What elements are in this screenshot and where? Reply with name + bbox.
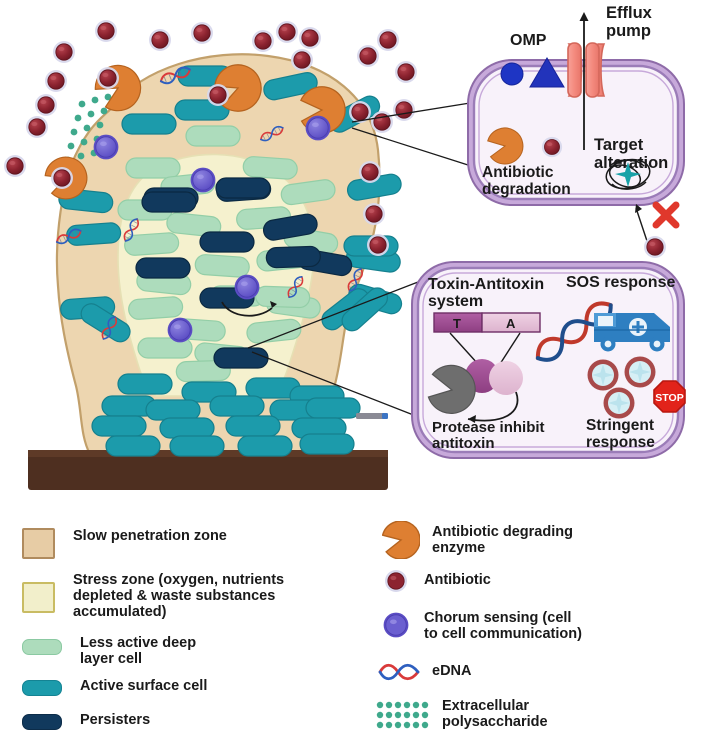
inset-bacterial-cell: OMP Efflux pump Target alteration Antibi…	[467, 4, 685, 259]
ta-connector-lines	[449, 332, 521, 365]
stop-sign-label: STOP	[655, 392, 683, 404]
legend-item-antibiotic-degrading-enzyme: Antibiotic degrading enzyme	[382, 521, 573, 559]
antibiotic-degradation-label-2: degradation	[482, 181, 571, 198]
efflux-pump-icon	[567, 42, 606, 98]
omp-label: OMP	[510, 32, 547, 49]
extracellular-polysaccharide-swatch	[376, 700, 432, 730]
quorum-sensing-arrow	[221, 301, 277, 317]
legend-item-quorum-sensing: Chorum sensing (cell to cell communicati…	[382, 608, 582, 642]
antitoxin-box-label: A	[506, 316, 516, 331]
legend-item-extracellular-polysaccharide: Extracellular polysaccharide	[376, 697, 548, 730]
toxin-box-label: T	[453, 316, 461, 331]
stress-zone-swatch	[22, 582, 55, 613]
legend-label-persisters: Persisters	[80, 712, 151, 728]
toxin-antitoxin-operon: T A	[433, 312, 541, 333]
quorum-sensing-swatch	[382, 611, 410, 639]
red-x-icon	[652, 201, 680, 229]
target-alteration-label-1: Target	[594, 136, 644, 154]
ribosome-icons	[587, 356, 656, 419]
scale-bar	[356, 413, 388, 419]
legend-item-edna: eDNA	[378, 660, 471, 684]
antibiotic-degrading-enzyme-swatch	[382, 521, 420, 559]
legend-item-slow-penetration-zone: Slow penetration zone	[22, 528, 227, 559]
antibiotic-swatch	[382, 567, 410, 595]
ambulance-repair-icon	[594, 313, 670, 352]
legend-label-quorum-sensing: Chorum sensing (cell to cell communicati…	[424, 610, 582, 643]
deep-layer-cell-swatch	[22, 639, 62, 655]
legend-item-persisters: Persisters	[22, 712, 150, 730]
legend-item-less-active-deep-layer-cell: Less active deep layer cell	[22, 635, 196, 667]
inset-persister-mechanisms: Toxin-Antitoxin system T A Protease inhi…	[411, 261, 686, 459]
leader-lines	[247, 102, 471, 417]
legend-item-stress-zone: Stress zone (oxygen, nutrients depleted …	[22, 572, 284, 621]
edna-swatch	[378, 660, 420, 684]
legend-label-extracellular-polysaccharide: Extracellular polysaccharide	[442, 698, 548, 731]
legend-label-antibiotic-degrading-enzyme: Antibiotic degrading enzyme	[432, 524, 573, 557]
grey-pacman-protease-icon	[427, 364, 476, 414]
legend-label-active-surface-cell: Active surface cell	[80, 678, 208, 694]
antibiotic-degradation-label-1: Antibiotic	[482, 164, 554, 181]
legend-label-deep-layer-cell: Less active deep layer cell	[80, 635, 197, 668]
legend-item-antibiotic: Antibiotic	[382, 567, 491, 595]
omp-triangle-icon	[529, 57, 565, 88]
target-burst-icon	[615, 162, 641, 187]
active-surface-cell-swatch	[22, 680, 62, 696]
omp-circle-icon	[500, 62, 524, 86]
efflux-pump-label-1: Efflux	[606, 4, 653, 22]
protease-label-1: Protease inhibit	[432, 419, 545, 436]
legend-label-antibiotic: Antibiotic	[424, 572, 491, 588]
protease-label-2: antitoxin	[432, 435, 495, 452]
blocked-entry-group	[635, 201, 680, 259]
persisters-swatch	[22, 714, 62, 730]
toxin-antitoxin-proteins	[465, 359, 523, 395]
toxin-antitoxin-label-2: system	[428, 293, 483, 310]
sos-response-label: SOS response	[566, 274, 675, 291]
target-alteration-label-2: alteration	[594, 154, 668, 172]
slow-penetration-zone-swatch	[22, 528, 55, 559]
toxin-antitoxin-label-1: Toxin-Antitoxin	[428, 276, 544, 293]
legend-item-active-surface-cell: Active surface cell	[22, 678, 207, 696]
efflux-pump-label-2: pump	[606, 22, 651, 40]
stringent-response-label-2: response	[586, 434, 655, 451]
stop-sign-icon: STOP	[653, 380, 686, 413]
legend-label-edna: eDNA	[432, 663, 472, 679]
stringent-response-label-1: Stringent	[586, 417, 654, 434]
legend-label-stress-zone: Stress zone (oxygen, nutrients depleted …	[73, 572, 285, 621]
protease-arrow	[467, 391, 519, 423]
legend-label-slow-penetration-zone: Slow penetration zone	[73, 528, 227, 544]
